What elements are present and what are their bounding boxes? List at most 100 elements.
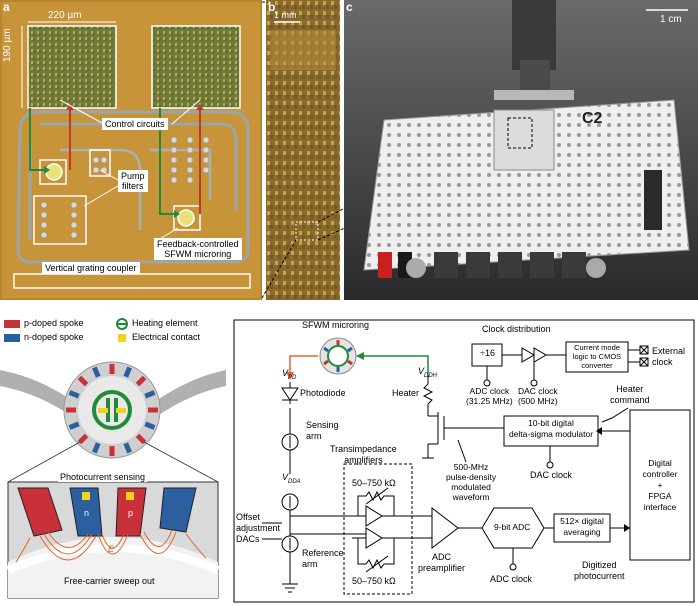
dsm-line2: delta-sigma modulator [508, 429, 594, 439]
dac-clock-line2: (500 MHz) [518, 396, 558, 406]
panel-label-d: d [2, 312, 9, 314]
digitized-line1: Digitized [582, 560, 617, 570]
heater-command-line2: command [610, 395, 650, 405]
legend-electrical-contact: Electrical contact [132, 332, 201, 342]
legend-p-doped: p-doped spoke [24, 318, 84, 328]
scale-c-label: 1 cm [660, 14, 682, 25]
digitized-photocurrent-label: Digitized photocurrent [574, 560, 625, 582]
board-label-c2: C2 [582, 110, 603, 127]
zoom-n-label: n [84, 508, 90, 518]
pdm-line4: waveform [452, 492, 490, 502]
ring-spoke [144, 421, 156, 430]
tia-line1: Transimpedance [330, 444, 397, 454]
panel-label-c: c [346, 0, 353, 14]
vpd-sub: PD [288, 374, 297, 381]
reference-arm-label: Reference arm [302, 548, 344, 570]
legend-n-doped: n-doped spoke [24, 332, 84, 342]
circuit-schematic [233, 319, 695, 603]
zoom-p-label: p [128, 508, 134, 518]
ref-line1: Reference [302, 548, 344, 558]
offset-line3: DACs [236, 534, 260, 544]
cml-converter-label: Current mode logic to CMOS converter [568, 343, 626, 370]
ring-spoke [135, 433, 147, 445]
ring-spoke [68, 390, 80, 399]
dsm-label: 10-bit digital delta-sigma modulator [506, 418, 596, 440]
pdm-line1: 500-MHz [453, 462, 489, 472]
ref-line2: arm [302, 559, 318, 569]
offset-dacs-label: Offset adjustment DACs [236, 512, 280, 545]
cml-line2: logic to CMOS [572, 352, 622, 361]
free-carrier-label: Free-carrier sweep out [64, 576, 155, 586]
adc-pre-line1: ADC [432, 552, 452, 562]
callout-feedback-line2: SFWM microring [164, 249, 232, 259]
callout-pump-filters: Pump filters [118, 170, 148, 192]
panel-e-circuit-diagram: e SFWM microring Clock distribution ÷16 … [232, 312, 698, 606]
ctrl-line4: FPGA [648, 491, 672, 501]
legend-contact-swatch [118, 334, 126, 342]
panel-d-microring-schematic: d p-doped spoke n-doped spoke Heating el… [0, 312, 226, 606]
ring-spoke [92, 366, 101, 378]
adc-9bit-label: 9-bit ADC [494, 522, 531, 532]
board-photo-image [344, 0, 698, 300]
ring-spoke [135, 375, 147, 387]
ring-spoke [77, 375, 89, 387]
averaging-label: 512× digital averaging [554, 516, 610, 538]
digitized-line2: photocurrent [574, 571, 625, 581]
pdm-waveform-label: 500-MHz pulse-density modulated waveform [446, 462, 496, 502]
dac-clock-line1: DAC clock [518, 386, 558, 396]
adc-clock-line1: ADC clock [469, 386, 510, 396]
pdm-line2: pulse-density [446, 472, 497, 482]
pdm-line3: modulated [451, 482, 491, 492]
full-chip-image [266, 0, 340, 300]
sensing-arm-line2: arm [306, 431, 322, 441]
adc-preamp-label: ADC preamplifier [418, 552, 465, 574]
callout-pump-filters-line1: Pump [121, 171, 145, 181]
ring-spoke [92, 442, 101, 454]
feedback-resistor-top: 50–750 kΩ [352, 478, 396, 488]
photodiode-label: Photodiode [300, 388, 346, 398]
ctrl-line5: interface [643, 502, 677, 512]
adc-pre-line2: preamplifier [418, 563, 466, 573]
dsm-line1: 10-bit digital [528, 418, 574, 428]
controller-label: Digital controller + FPGA interface [630, 458, 690, 513]
ring-spoke [123, 442, 132, 454]
ring-spoke [144, 390, 156, 399]
avg-line1: 512× digital [560, 516, 604, 526]
ring-spoke [68, 421, 80, 430]
vpd-v: V [282, 368, 289, 378]
cml-line3: converter [581, 361, 613, 370]
photocurrent-sensing-label: Photocurrent sensing [58, 472, 148, 482]
panel-label-b: b [268, 0, 276, 14]
offset-line2: adjustment [236, 523, 281, 533]
ctrl-line1: Digital [648, 458, 672, 468]
divider-label: ÷16 [480, 348, 495, 358]
tia-line2: amplifiers [344, 455, 383, 465]
sensing-arm-label: Sensing arm [306, 420, 339, 442]
callout-control-circuits: Control circuits [102, 118, 168, 130]
adc-clock-freq-label: ADC clock (31.25 MHz) [466, 386, 513, 406]
dac-clock-bottom-label: DAC clock [530, 470, 573, 480]
callout-feedback-line1: Feedback-controlled [157, 239, 239, 249]
panel-label-e: e [234, 312, 241, 314]
external-line1: External [652, 346, 686, 356]
panel-c-board-photo: c 1 cm C2 [344, 0, 698, 300]
heater-label: Heater [392, 388, 420, 398]
ring-spoke [77, 433, 89, 445]
scale-height-label: 190 µm [2, 28, 13, 62]
heater-command-line1: Heater [616, 384, 644, 394]
panel-b-full-chip: b 1 mm [266, 0, 340, 300]
panel-a-chip-micrograph: a 220 µm 190 µm Control circuits Pump fi… [0, 0, 262, 300]
sensing-arm-line1: Sensing [306, 420, 339, 430]
callout-feedback-microring: Feedback-controlled SFWM microring [154, 238, 242, 260]
vddh-label: VDDH [418, 366, 437, 379]
external-clock-label: External clock [652, 346, 685, 368]
offset-line1: Offset [236, 512, 260, 522]
adc-clock-bottom-label: ADC clock [490, 574, 533, 584]
heater-command-label: Heater command [610, 384, 650, 406]
vdda-sub: DDA [288, 478, 301, 485]
vddh-sub: DDH [424, 372, 438, 379]
cml-line1: Current mode [574, 343, 620, 352]
vpd-label: VPD [282, 368, 296, 381]
legend-heating-element: Heating element [132, 318, 198, 328]
ring-spoke [123, 366, 132, 378]
